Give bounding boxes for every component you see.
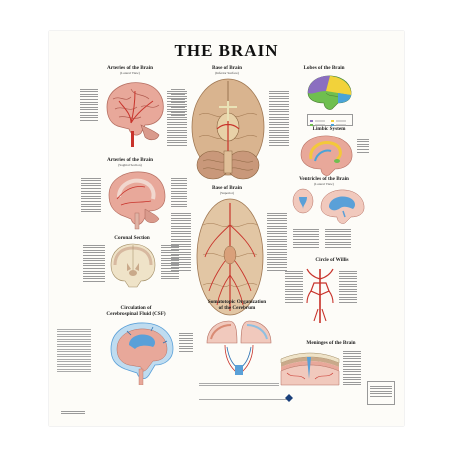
limbic-title: Limbic System — [312, 126, 346, 132]
csf-description — [57, 327, 91, 374]
limbic-labels — [357, 137, 369, 154]
base-inferior-title: Base of Brain — [212, 65, 242, 71]
publisher-logo — [285, 394, 293, 402]
meninges-figure — [280, 352, 340, 386]
publisher-line — [199, 397, 289, 401]
lobes-figure — [307, 75, 352, 110]
arteries-lateral-labels-right — [171, 87, 185, 117]
willis-labels-left — [285, 269, 303, 304]
arteries-sagittal-subtitle: (Sagittal Section) — [118, 163, 142, 167]
base-superior-title: Base of Brain — [212, 185, 242, 191]
base-inferior-labels-left — [167, 89, 187, 148]
product-info-box — [367, 381, 395, 405]
coronal-labels-left — [83, 243, 105, 284]
somatotopic-figure — [206, 320, 272, 375]
meninges-labels — [343, 349, 361, 387]
csf-title-line2: Cerebrospinal Fluid (CSF) — [106, 311, 166, 317]
csf-figure — [110, 322, 174, 385]
arteries-lateral-labels — [80, 87, 98, 122]
coronal-title: Coronal Section — [114, 235, 150, 241]
arteries-sagittal-labels-right — [171, 176, 187, 209]
arteries-lateral-subtitle: (Lateral View) — [120, 71, 140, 75]
lobes-title: Lobes of the Brain — [303, 65, 345, 71]
coronal-figure — [110, 243, 156, 288]
brain-poster: THE BRAIN Arteries of the Brain (Lateral… — [49, 31, 404, 426]
base-superior-labels-left — [171, 211, 191, 272]
ventricles-labels-left — [293, 227, 319, 249]
ventricles-labels-right — [325, 227, 351, 249]
csf-title: Circulation of — [120, 305, 152, 311]
base-superior-figure — [196, 198, 264, 316]
willis-labels-right — [339, 269, 357, 304]
lobes-legend — [307, 114, 353, 126]
arteries-lateral-title: Arteries of the Brain — [107, 65, 153, 71]
ventricles-title: Ventricles of the Brain — [299, 176, 349, 182]
arteries-sagittal-labels-left — [81, 176, 101, 214]
copyright-block — [61, 409, 85, 416]
somatotopic-title: Somatotopic Organization — [207, 299, 267, 305]
ventricles-lateral-figure — [320, 189, 365, 224]
willis-title: Circle of Willis — [315, 257, 349, 263]
ventricles-anterior-figure — [292, 188, 314, 214]
somatotopic-title-line2: of the Cerebrum — [218, 305, 256, 311]
arteries-sagittal-figure — [108, 171, 166, 230]
limbic-figure — [300, 135, 353, 176]
meninges-title: Meninges of the Brain — [306, 340, 356, 346]
coronal-labels-right — [161, 243, 179, 281]
ventricles-subtitle: (Lateral View) — [314, 182, 334, 186]
base-inferior-labels-right — [269, 89, 289, 148]
base-superior-subtitle: (Superior) — [220, 191, 234, 195]
csf-labels-right — [179, 331, 193, 353]
poster-title: THE BRAIN — [174, 41, 279, 60]
base-inferior-subtitle: (Inferior Surface) — [215, 71, 239, 75]
somatotopic-caption — [199, 381, 279, 388]
base-superior-labels-right — [267, 211, 287, 272]
willis-figure — [306, 268, 334, 323]
arteries-sagittal-title: Arteries of the Brain — [107, 157, 153, 163]
arteries-lateral-figure — [106, 82, 164, 147]
base-inferior-figure — [191, 78, 265, 180]
